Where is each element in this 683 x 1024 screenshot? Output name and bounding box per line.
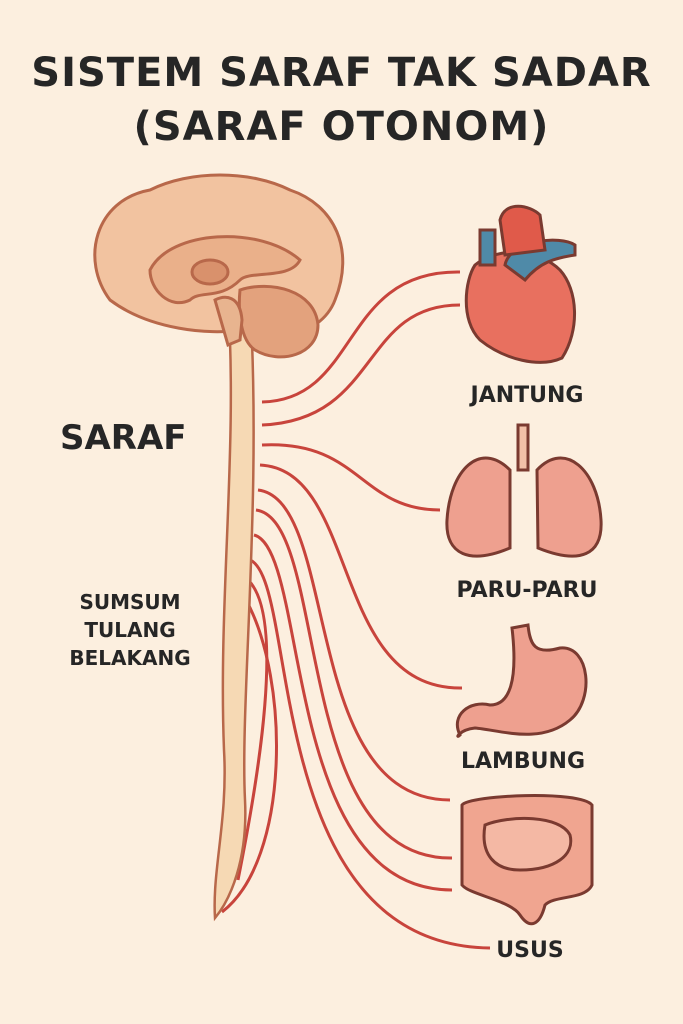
label-sumsum-line-1: SUMSUM bbox=[79, 590, 181, 614]
nerves bbox=[221, 270, 491, 950]
nerve-heart-2 bbox=[261, 303, 461, 427]
label-sumsum-line-2: TULANG bbox=[84, 618, 176, 642]
intestines bbox=[460, 794, 594, 926]
label-sumsum-tulang-belakang: SUMSUM TULANG BELAKANG bbox=[60, 588, 200, 672]
label-saraf: SARAF bbox=[60, 418, 187, 458]
lungs bbox=[445, 423, 603, 558]
spinal-cord bbox=[213, 298, 255, 922]
nerve-intestine-3 bbox=[253, 533, 453, 892]
nerve-heart-1 bbox=[261, 270, 461, 404]
brain bbox=[93, 173, 345, 359]
nerve-intestine-1 bbox=[257, 488, 451, 802]
label-jantung: JANTUNG bbox=[470, 383, 584, 408]
label-lambung: LAMBUNG bbox=[460, 749, 586, 774]
label-sumsum-line-3: BELAKANG bbox=[69, 646, 191, 670]
nerve-usus bbox=[249, 558, 491, 950]
label-paru-paru: PARU-PARU bbox=[456, 578, 598, 603]
title-line-2: (SARAF OTONOM) bbox=[133, 104, 550, 150]
nerve-lower-2 bbox=[221, 599, 278, 914]
title-line-1: SISTEM SARAF TAK SADAR bbox=[31, 50, 652, 96]
nerve-lungs bbox=[261, 443, 441, 512]
nerve-intestine-2 bbox=[255, 508, 453, 860]
heart bbox=[464, 204, 577, 364]
nerve-lower-1 bbox=[236, 578, 269, 881]
label-usus: USUS bbox=[496, 938, 564, 963]
nerve-stomach bbox=[259, 463, 463, 690]
stomach bbox=[455, 623, 588, 738]
